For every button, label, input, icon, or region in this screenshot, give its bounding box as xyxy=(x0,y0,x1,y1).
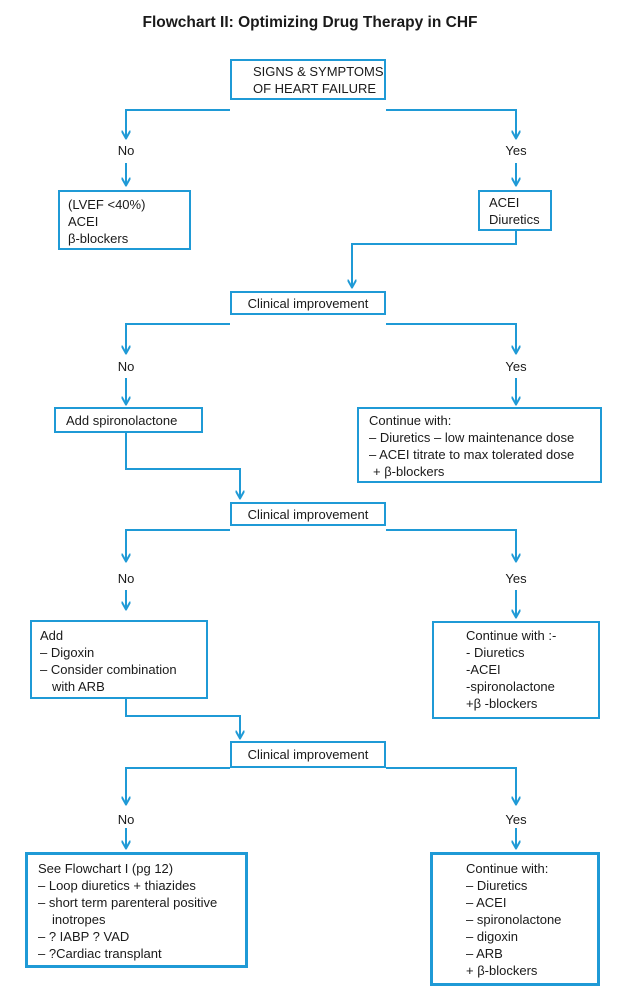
box-line: -ACEI xyxy=(466,662,501,677)
yes-box-continue-1: Continue with: – Diuretics – low mainten… xyxy=(357,407,602,483)
flowchart-title: Flowchart II: Optimizing Drug Therapy in… xyxy=(142,14,478,31)
start-line: SIGNS & SYMPTOMS xyxy=(253,64,384,79)
box-line: – digoxin xyxy=(466,929,519,944)
yes-label: Yes xyxy=(505,812,527,827)
box-line: ACEI xyxy=(68,214,99,229)
yes-box-acei-diuretics: ACEI Diuretics xyxy=(478,190,552,231)
connector-lines xyxy=(126,109,516,848)
box-line: – Diuretics xyxy=(466,878,528,893)
box-line: (LVEF <40%) xyxy=(68,197,146,212)
yes-box-continue-3: Continue with: – Diuretics – ACEI – spir… xyxy=(430,852,600,986)
box-line: – ? IABP ? VAD xyxy=(38,929,130,944)
no-box-lvef: (LVEF <40%) ACEI β-blockers xyxy=(58,190,191,250)
yes-label: Yes xyxy=(505,571,527,586)
box-line: + β-blockers xyxy=(466,963,538,978)
no-label: No xyxy=(117,359,135,374)
decision-label: Clinical improvement xyxy=(247,507,369,522)
yes-label: Yes xyxy=(505,143,527,158)
box-line: - Diuretics xyxy=(466,645,525,660)
box-line: – ARB xyxy=(466,946,503,961)
no-box-add-spironolactone: Add spironolactone xyxy=(54,407,203,433)
box-line: + β-blockers xyxy=(373,464,445,479)
box-line: – Diuretics – low maintenance dose xyxy=(369,430,575,445)
box-line: – spironolactone xyxy=(466,912,562,927)
start-box: SIGNS & SYMPTOMS OF HEART FAILURE xyxy=(230,59,386,100)
no-box-add-digoxin: Add – Digoxin – Consider combination wit… xyxy=(30,620,208,699)
box-line: β-blockers xyxy=(68,231,129,246)
box-line: Add xyxy=(40,628,64,643)
box-line: – ACEI titrate to max tolerated dose xyxy=(369,447,575,462)
no-box-see-flowchart: See Flowchart I (pg 12) – Loop diuretics… xyxy=(25,852,248,968)
box-line: See Flowchart I (pg 12) xyxy=(38,861,174,876)
decision-clinical-improvement-1: Clinical improvement xyxy=(230,291,386,315)
decision-label: Clinical improvement xyxy=(247,296,369,311)
decision-label: Clinical improvement xyxy=(247,747,369,762)
box-line: +β -blockers xyxy=(466,696,538,711)
yes-box-continue-2: Continue with :- - Diuretics -ACEI -spir… xyxy=(432,621,600,719)
box-line: – Consider combination xyxy=(40,662,177,677)
box-line: – ?Cardiac transplant xyxy=(38,946,162,961)
box-line: – short term parenteral positive xyxy=(38,895,218,910)
box-line: ACEI xyxy=(489,195,520,210)
start-line: OF HEART FAILURE xyxy=(253,81,377,96)
box-line: Continue with :- xyxy=(466,628,557,643)
no-label: No xyxy=(117,571,135,586)
box-line: Add spironolactone xyxy=(66,413,178,428)
box-line: with ARB xyxy=(52,679,105,694)
no-label: No xyxy=(117,812,135,827)
yes-label: Yes xyxy=(505,359,527,374)
box-line: – Loop diuretics + thiazides xyxy=(38,878,196,893)
decision-clinical-improvement-2: Clinical improvement xyxy=(230,502,386,526)
box-line: – Digoxin xyxy=(40,645,95,660)
box-line: -spironolactone xyxy=(466,679,555,694)
box-line: inotropes xyxy=(52,912,106,927)
no-label: No xyxy=(117,143,135,158)
box-line: Continue with: xyxy=(466,861,549,876)
decision-clinical-improvement-3: Clinical improvement xyxy=(230,741,386,768)
box-line: Continue with: xyxy=(369,413,452,428)
box-line: – ACEI xyxy=(466,895,507,910)
box-line: Diuretics xyxy=(489,212,540,227)
